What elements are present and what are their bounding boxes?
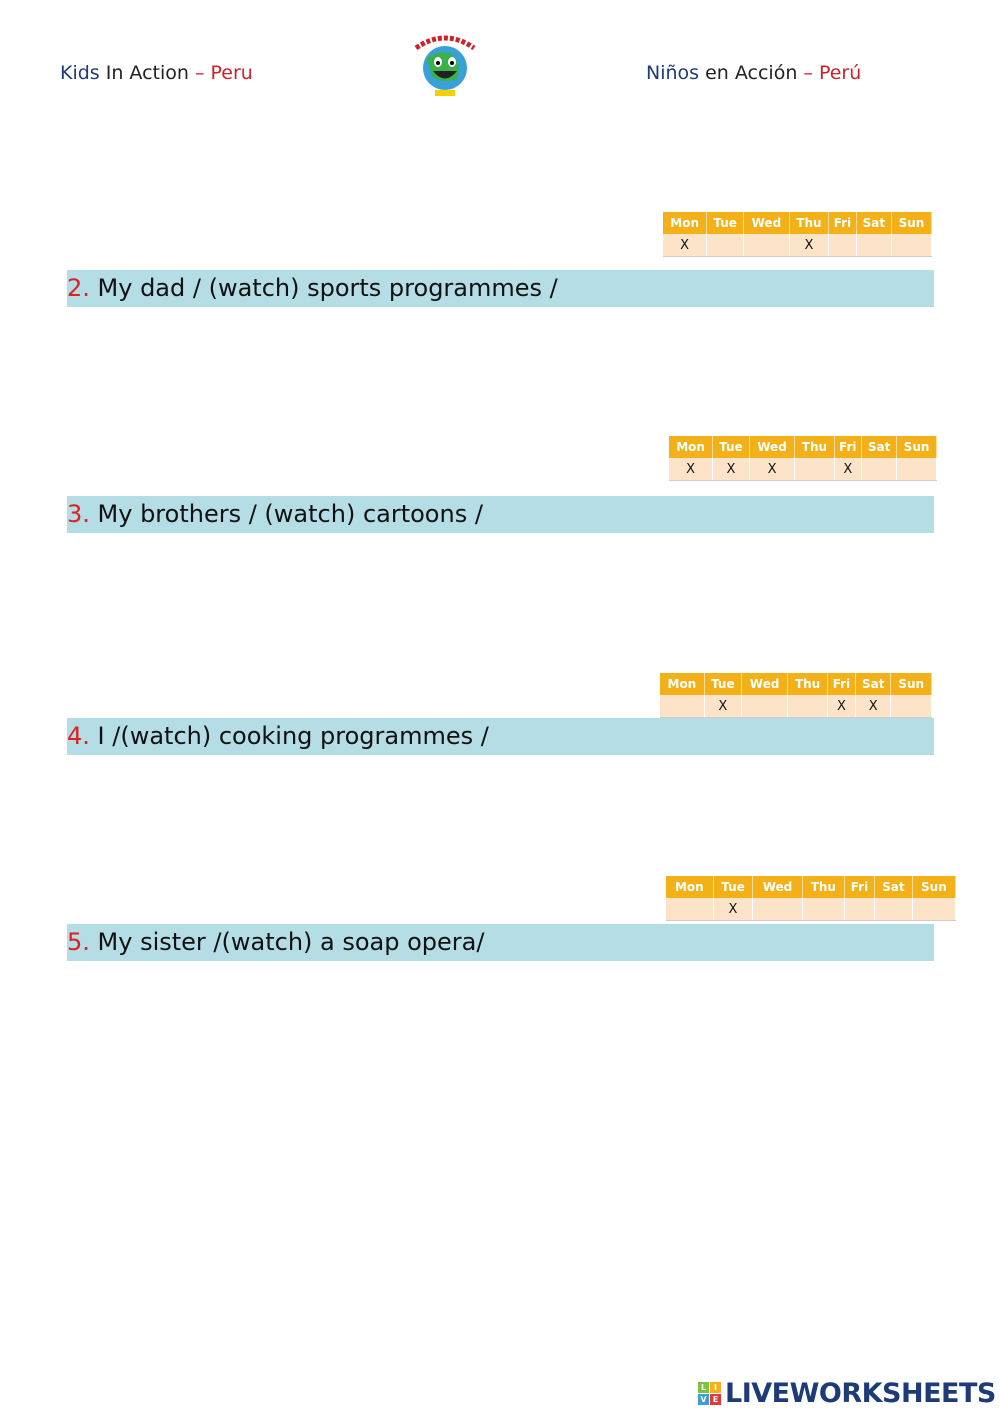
header-right-part1: Niños xyxy=(646,62,700,84)
day-header: Thu xyxy=(789,212,830,234)
day-mark-cell xyxy=(912,898,957,921)
day-header: Wed xyxy=(741,673,789,695)
day-header: Sat xyxy=(874,876,913,898)
day-header: Fri xyxy=(828,212,857,234)
day-header: Thu xyxy=(794,436,835,458)
logo-letter: I xyxy=(710,1382,721,1393)
exercise-prompt: My brothers / (watch) cartoons / xyxy=(89,500,483,528)
day-header: Mon xyxy=(669,436,714,458)
day-header: Mon xyxy=(660,673,705,695)
header-left-part1: Kids xyxy=(60,62,100,84)
day-mark-cell xyxy=(666,898,714,921)
day-mark-cell: X xyxy=(663,234,708,257)
day-mark-cell: X xyxy=(704,695,742,718)
logo-letter: V xyxy=(698,1394,709,1405)
day-mark-cell xyxy=(874,898,913,921)
day-mark-cell: X xyxy=(749,458,796,481)
day-mark-cell: X xyxy=(834,458,863,481)
header-right-part3: – Perú xyxy=(797,62,862,84)
day-mark-cell: X xyxy=(713,898,754,921)
exercise-sentence-bar: 4. I /(watch) cooking programmes / xyxy=(67,718,934,755)
day-header: Fri xyxy=(834,436,863,458)
day-header: Wed xyxy=(749,436,796,458)
day-mark-cell: X xyxy=(712,458,750,481)
header-left-title: Kids In Action – Peru xyxy=(60,62,253,84)
day-mark-cell: X xyxy=(827,695,856,718)
day-header: Tue xyxy=(712,436,750,458)
exercise-number: 4. xyxy=(67,722,90,750)
day-header: Tue xyxy=(704,673,742,695)
kids-in-action-logo xyxy=(402,24,488,108)
day-mark-cell xyxy=(802,898,846,921)
liveworksheets-brand: LIVEWORKSHEETS xyxy=(725,1378,996,1409)
day-mark-cell: X xyxy=(789,234,830,257)
day-header: Mon xyxy=(666,876,714,898)
exercise-prompt: My sister /(watch) a soap opera/ xyxy=(89,928,485,956)
day-mark-cell xyxy=(890,695,932,718)
day-mark-cell xyxy=(706,234,745,257)
live-grid-icon: L I V E xyxy=(698,1382,721,1405)
day-mark-cell: X xyxy=(855,695,892,718)
day-mark-cell xyxy=(896,458,937,481)
day-mark-cell xyxy=(660,695,705,718)
day-header: Tue xyxy=(706,212,745,234)
day-header: Sat xyxy=(861,436,898,458)
liveworksheets-logo: L I V E LIVEWORKSHEETS xyxy=(698,1378,996,1409)
exercise-number: 5. xyxy=(67,928,90,956)
day-mark-cell xyxy=(752,898,803,921)
day-header: Sun xyxy=(912,876,957,898)
exercise-number: 2. xyxy=(67,274,90,302)
day-mark-cell xyxy=(743,234,790,257)
day-mark-cell xyxy=(856,234,892,257)
day-header: Wed xyxy=(743,212,790,234)
day-header: Sun xyxy=(890,673,932,695)
exercise-sentence-bar: 3. My brothers / (watch) cartoons / xyxy=(67,496,934,533)
day-header: Sat xyxy=(855,673,892,695)
header-left-part3: – Peru xyxy=(188,62,253,84)
day-header: Sun xyxy=(891,212,933,234)
day-mark-cell: X xyxy=(669,458,714,481)
exercise-prompt: My dad / (watch) sports programmes / xyxy=(89,274,558,302)
day-mark-cell xyxy=(741,695,789,718)
day-header: Fri xyxy=(827,673,856,695)
header-left-part2: In Action xyxy=(99,62,189,84)
day-header: Fri xyxy=(844,876,875,898)
logo-letter: E xyxy=(710,1394,721,1405)
day-header: Mon xyxy=(663,212,708,234)
header-right-part2: en Acción xyxy=(699,62,798,84)
day-mark-cell xyxy=(828,234,857,257)
day-mark-cell xyxy=(891,234,933,257)
exercise-number: 3. xyxy=(67,500,90,528)
day-header: Thu xyxy=(787,673,828,695)
day-mark-cell xyxy=(861,458,898,481)
header-right-title: Niños en Acción – Perú xyxy=(646,62,861,84)
exercise-prompt: I /(watch) cooking programmes / xyxy=(89,722,489,750)
day-header: Sun xyxy=(896,436,937,458)
day-header: Tue xyxy=(713,876,754,898)
day-header: Wed xyxy=(752,876,803,898)
exercise-sentence-bar: 5. My sister /(watch) a soap opera/ xyxy=(67,924,934,961)
exercise-sentence-bar: 2. My dad / (watch) sports programmes / xyxy=(67,270,934,307)
day-mark-cell xyxy=(787,695,828,718)
day-mark-cell xyxy=(844,898,875,921)
day-mark-cell xyxy=(794,458,835,481)
logo-letter: L xyxy=(698,1382,709,1393)
day-header: Sat xyxy=(856,212,892,234)
day-header: Thu xyxy=(802,876,846,898)
